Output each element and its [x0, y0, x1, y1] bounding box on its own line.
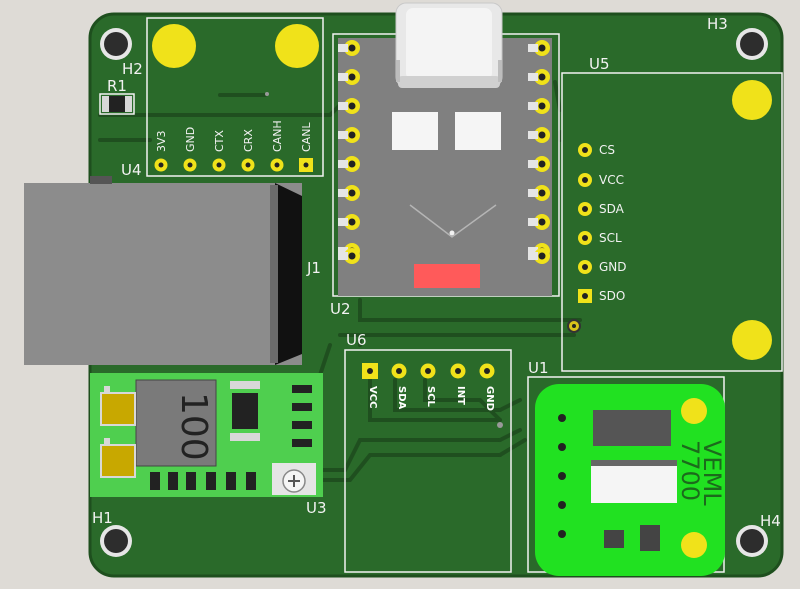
ref-u5: U5: [589, 55, 610, 73]
u2-pin-pads-right: [528, 40, 550, 264]
u6-sensor-module: [344, 349, 512, 573]
u4-can-module: [146, 17, 324, 177]
u3-buck-converter: [90, 373, 323, 497]
ref-h2: H2: [122, 60, 143, 78]
ref-u1: U1: [528, 359, 549, 377]
u6-pin-label: SCL: [425, 386, 436, 407]
u6-pin-label: GND: [484, 386, 495, 411]
via: [265, 92, 269, 96]
mounting-hole-h4: [736, 525, 768, 557]
u4-pin-label: CANL: [300, 122, 313, 152]
u2-pin-pads-left: [338, 40, 360, 264]
ref-j1: J1: [307, 259, 321, 277]
veml-marking: VEML 7700: [676, 440, 726, 506]
u1-veml7700-board: [527, 376, 725, 576]
ref-u3: U3: [306, 499, 327, 517]
u5-pin-label: SCL: [599, 231, 622, 245]
ref-u6: U6: [346, 331, 367, 349]
via: [497, 422, 503, 428]
mounting-hole-h3: [736, 28, 768, 60]
u4-pin-label: 3V3: [155, 130, 168, 152]
ref-h4: H4: [760, 512, 781, 530]
u4-pin-label: CANH: [271, 120, 284, 152]
usb-c-connector: [395, 2, 503, 88]
ref-h3: H3: [707, 15, 728, 33]
resistor-r1: [99, 93, 135, 115]
u5-pin-label: VCC: [599, 173, 624, 187]
ref-r1: R1: [107, 77, 127, 95]
u5-pin-label: SDO: [599, 289, 626, 303]
ref-u2: U2: [330, 300, 351, 318]
ref-h1: H1: [92, 509, 113, 527]
inductor-marking: 100: [173, 392, 214, 461]
u6-pin-label: SDA: [396, 386, 407, 410]
mounting-hole-h2: [100, 28, 132, 60]
u4-pin-label: GND: [184, 126, 197, 152]
u5-pin-pads: [578, 143, 592, 303]
u4-pin-label: CRX: [242, 129, 255, 152]
j1-connector: [24, 176, 302, 365]
u5-sensor-module: [561, 72, 783, 372]
u5-pin-label: CS: [599, 143, 615, 157]
u6-pin-label: VCC: [367, 386, 378, 409]
copper-traces: [98, 80, 582, 482]
ref-u4: U4: [121, 161, 142, 179]
mounting-hole-h1: [100, 525, 132, 557]
antenna-icon: [409, 204, 497, 238]
u5-pin-label: SDA: [599, 202, 624, 216]
u6-pin-label: INT: [455, 386, 466, 405]
u5-pin-label: GND: [599, 260, 627, 274]
u4-pin-pads: [154, 158, 313, 172]
u4-pin-label: CTX: [213, 130, 226, 152]
